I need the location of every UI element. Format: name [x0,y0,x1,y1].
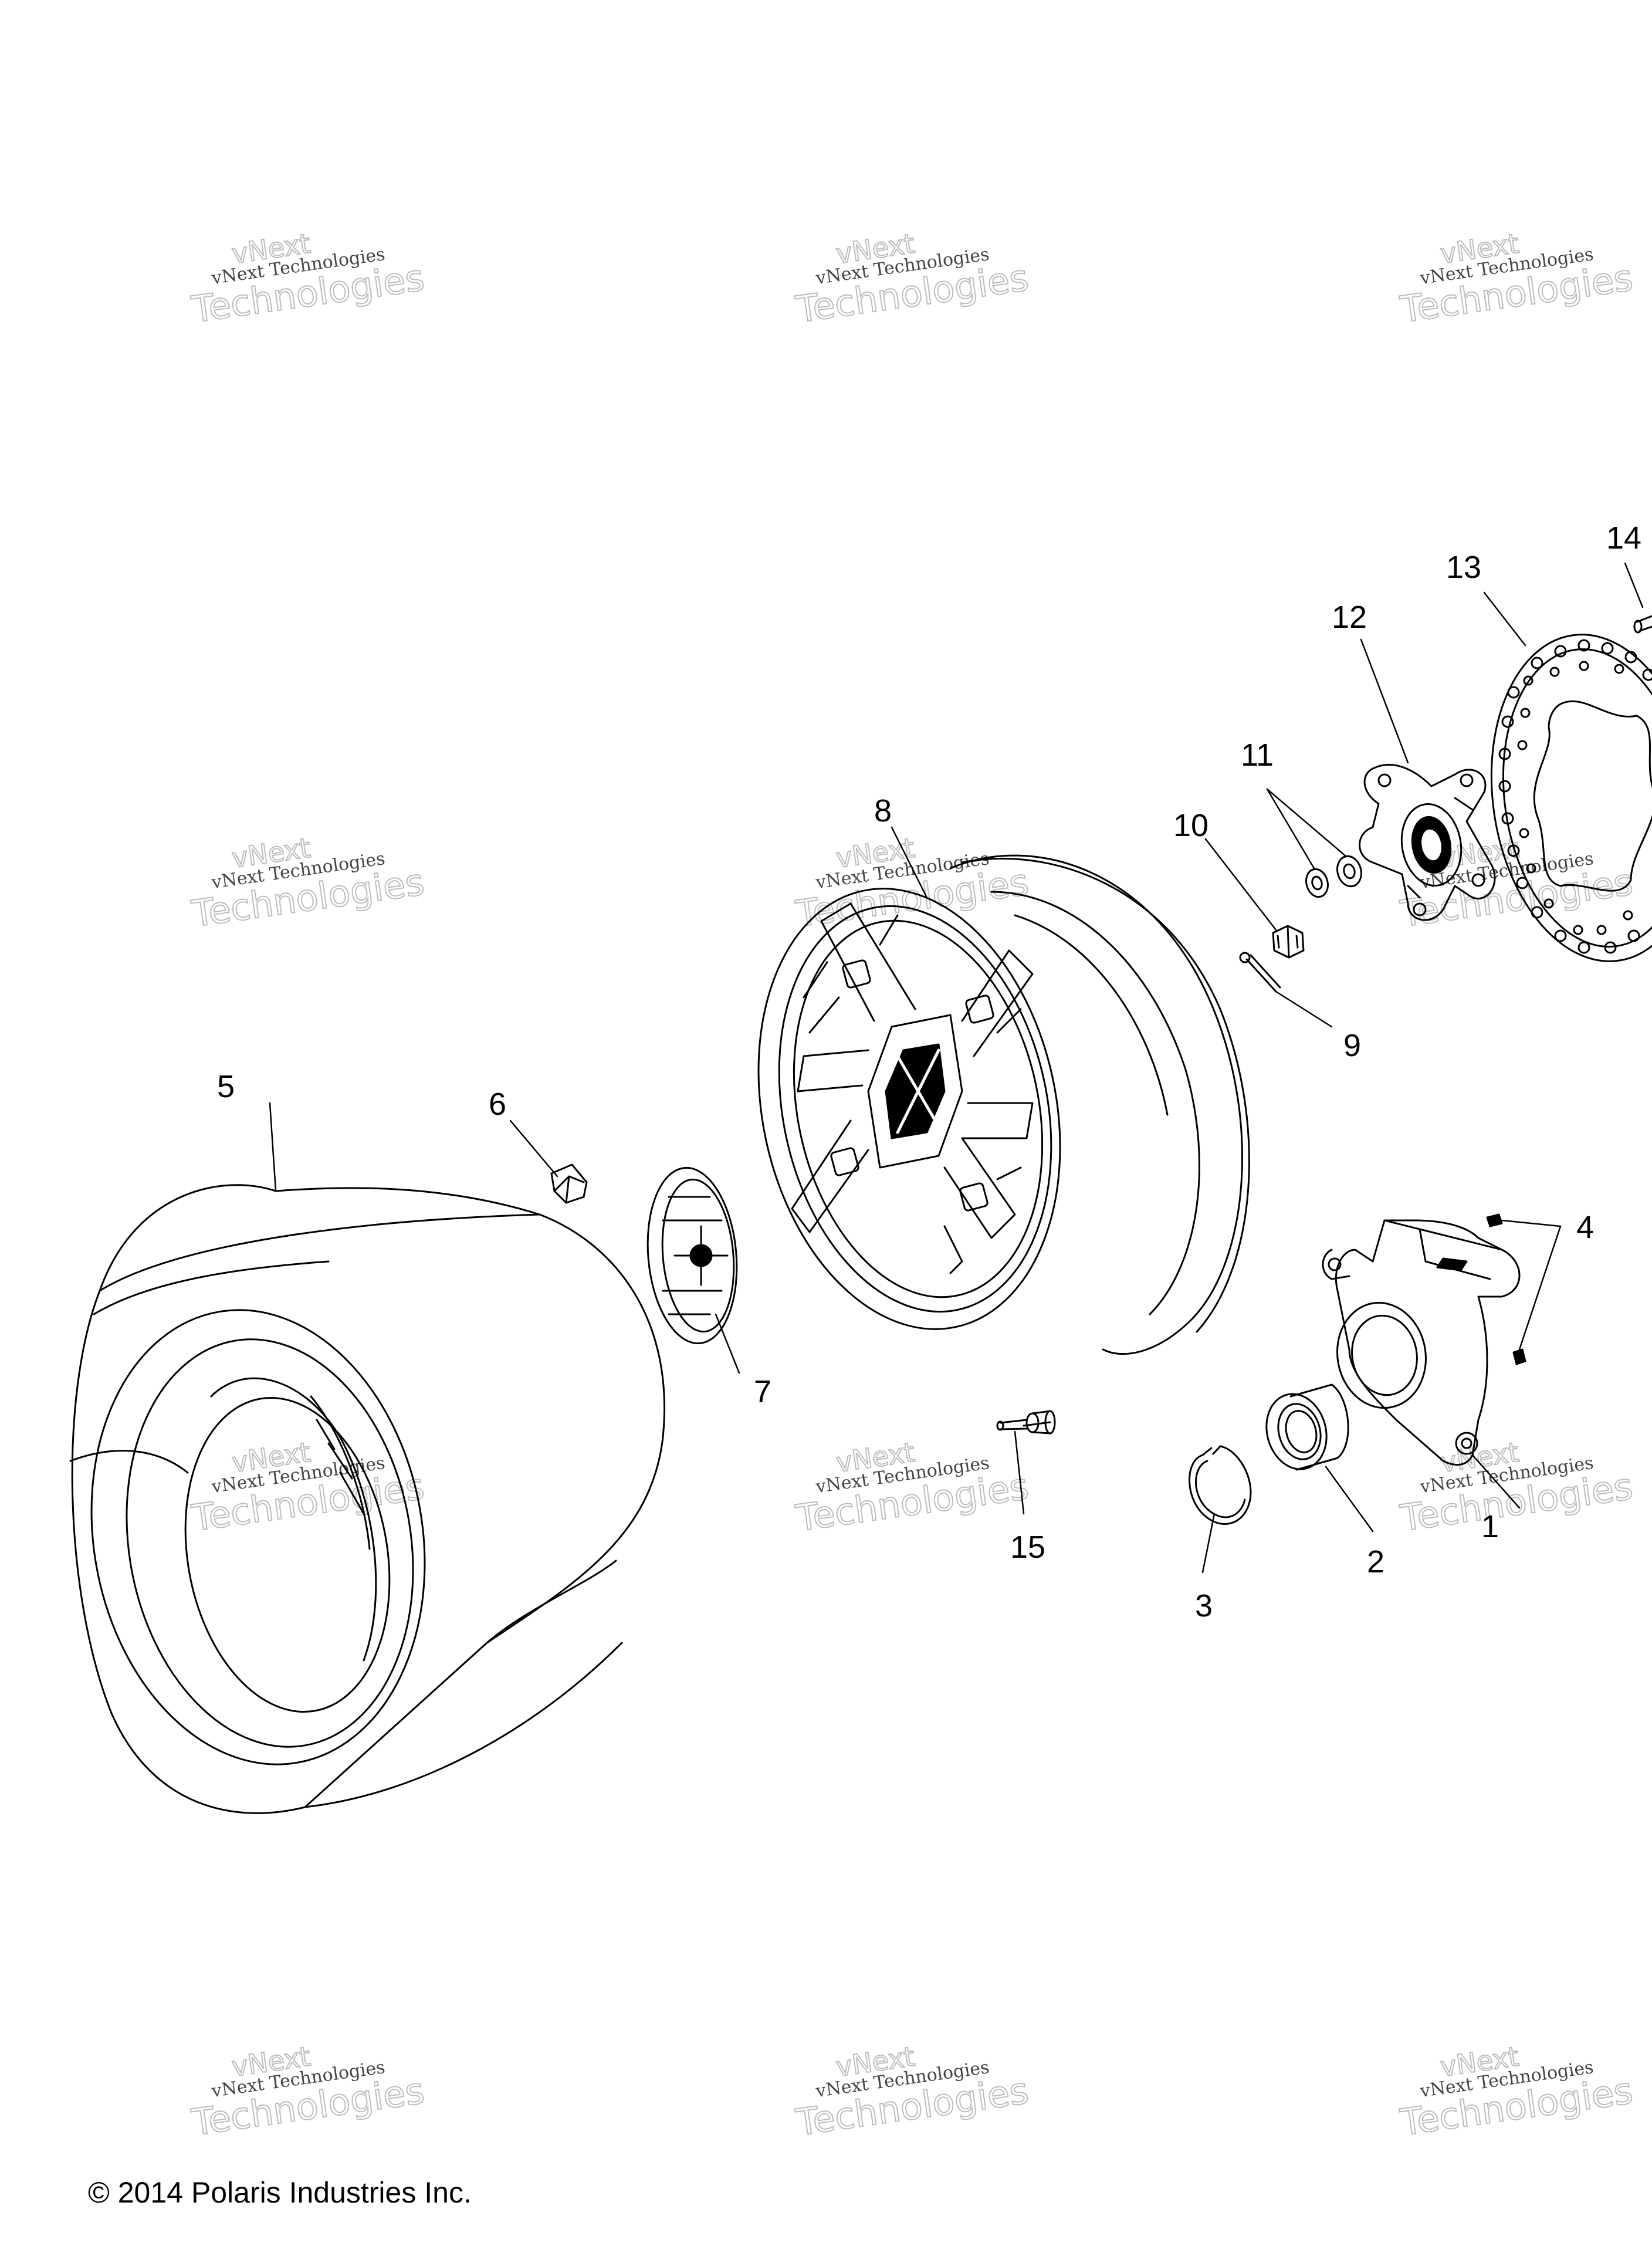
watermark: vNext vNext Technologies Technologies [188,227,428,332]
callout-3: 3 [1195,1588,1213,1623]
leader-11a [1266,788,1315,870]
washers [1303,854,1365,899]
leader-10 [1204,838,1277,931]
callout-12: 12 [1332,600,1367,635]
brake-disc [1471,621,1652,975]
callout-6: 6 [489,1087,506,1122]
callout-8: 8 [874,793,892,828]
grease-fitting [1487,1215,1525,1364]
bolt [997,1411,1055,1433]
leader-15 [1014,1430,1025,1515]
callout-2: 2 [1367,1544,1384,1579]
watermark: vNext vNext Technologies Technologies [793,227,1032,332]
watermarks: vNext vNext Technologies Technologies vN… [188,227,1636,2145]
callout-9: 9 [1343,1028,1361,1063]
leader-lines [269,562,1644,1574]
leader-12 [1360,638,1409,764]
copyright-notice: © 2014 Polaris Industries Inc. [88,2176,472,2209]
retaining-ring [1190,1446,1251,1524]
cotter-pin [1240,953,1280,992]
leader-14 [1624,562,1644,608]
callout-7: 7 [754,1374,771,1409]
center-cap [641,1164,744,1347]
callout-4: 4 [1576,1210,1594,1245]
watermark: vNext vNext Technologies Technologies [1397,227,1636,332]
castle-nut [1273,926,1304,958]
watermark: vNext vNext Technologies Technologies [793,2040,1032,2145]
leader-8 [891,826,928,899]
leader-7 [715,1313,740,1374]
callout-5: 5 [217,1069,235,1104]
callout-11: 11 [1241,738,1274,773]
watermark: vNext vNext Technologies Technologies [188,831,428,936]
watermark: vNext vNext Technologies Technologies [188,2040,428,2145]
callout-1: 1 [1481,1509,1499,1544]
watermark: vNext vNext Technologies Technologies [793,1436,1032,1541]
watermark: vNext vNext Technologies Technologies [188,1436,428,1541]
leader-6 [509,1119,558,1178]
wheel-hub [1360,764,1495,920]
callout-15: 15 [1010,1530,1045,1565]
leader-9 [1275,990,1333,1028]
callout-labels: 1 2 3 4 5 6 7 8 9 10 11 12 13 14 15 [217,520,1641,1623]
wheel-stud [1634,616,1652,632]
leader-1 [1471,1454,1521,1509]
watermark: vNext vNext Technologies Technologies [1397,2040,1636,2145]
leader-2 [1325,1466,1374,1533]
leader-13 [1483,591,1526,647]
watermark: vNext vNext Technologies Technologies [1397,1436,1636,1541]
callout-14: 14 [1606,520,1641,556]
hub-carrier [1323,1220,1519,1465]
brake-disc-holes [1499,640,1652,953]
leader-5 [269,1102,277,1192]
valve-stem [551,1165,587,1203]
wheel-rim [719,855,1249,1358]
leader-11b [1266,788,1348,858]
watermark: vNext vNext Technologies Technologies [793,831,1032,936]
tire [57,1185,665,1814]
leader-4b [1518,1225,1562,1351]
leader-3 [1201,1513,1216,1574]
callout-10: 10 [1173,808,1208,843]
bearing [1258,1385,1348,1476]
callout-13: 13 [1446,550,1481,585]
leader-4a [1501,1219,1562,1227]
